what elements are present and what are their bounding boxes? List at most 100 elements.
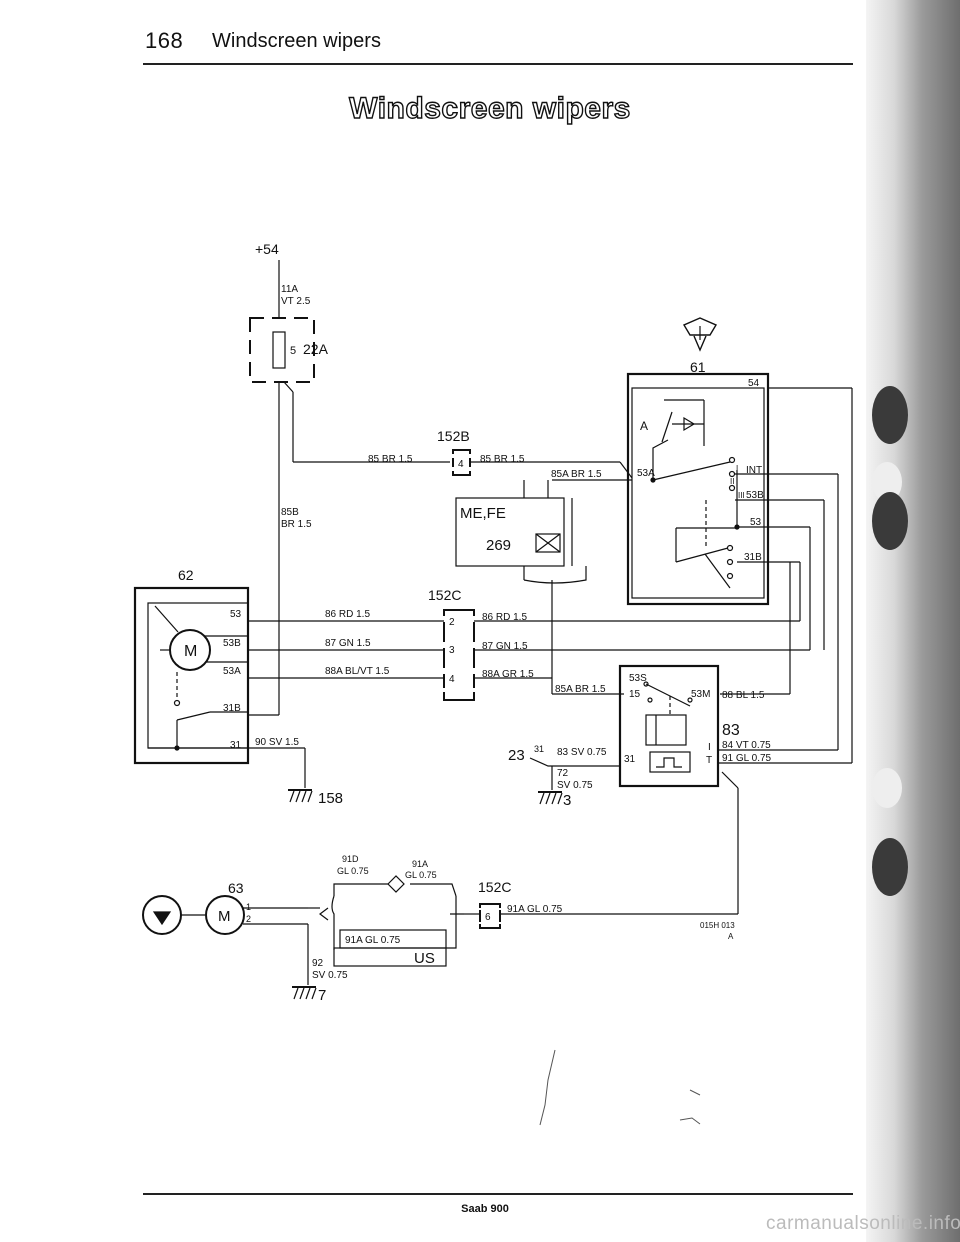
- binder-hole: [872, 838, 908, 896]
- switch-61-id: 61: [690, 359, 706, 375]
- header-rule: [143, 63, 853, 65]
- wire-91d-spec: GL 0.75: [337, 866, 369, 876]
- svg-text:1: 1: [246, 902, 251, 912]
- svg-text:54: 54: [748, 378, 760, 389]
- svg-text:3: 3: [449, 645, 455, 656]
- fuse-id: 22A: [303, 341, 329, 357]
- motor-wires: 86 RD 1.5 87 GN 1.5 88A BL/VT 1.5 86 RD …: [248, 580, 810, 695]
- ground-23: 23 31 83 SV 0.75 72 SV 0.75 3: [508, 744, 620, 809]
- wire-91a-id: 91A: [412, 859, 428, 869]
- ground-158: 90 SV 1.5 158: [248, 737, 343, 807]
- ground-23-id: 23: [508, 747, 525, 764]
- footer-rule: [143, 1193, 853, 1195]
- svg-text:6: 6: [485, 912, 491, 923]
- wiper-motor-62: 62 M 53 53B 53A 31B 31: [133, 567, 280, 765]
- wire-11a-spec: VT 2.5: [281, 296, 311, 307]
- relay-83-id: 83: [722, 722, 740, 739]
- relay-83: 53S 15 53M 88 BL 1.5 83 I T 31 84 VT 0.7…: [618, 562, 852, 904]
- motor-63-id: 63: [228, 880, 244, 896]
- svg-text:31B: 31B: [744, 552, 762, 563]
- svg-text:I: I: [736, 464, 738, 473]
- wire-91: 91 GL 0.75: [722, 753, 772, 764]
- ref-code: 015H 013: [700, 921, 735, 930]
- wire-85-right: 85 BR 1.5: [480, 454, 525, 465]
- wire-87-right: 87 GN 1.5: [482, 641, 528, 652]
- scan-marks: [539, 1049, 701, 1126]
- svg-text:2: 2: [449, 617, 455, 628]
- wire-90: 90 SV 1.5: [255, 737, 299, 748]
- wire-86-right: 86 RD 1.5: [482, 612, 527, 623]
- washer-motor-63: 63 M 1 2 7 92 SV 0.75 91D GL 0.75 91A GL…: [142, 854, 464, 1004]
- wire-84: 84 VT 0.75: [722, 740, 771, 751]
- wire-86-left: 86 RD 1.5: [325, 609, 370, 620]
- svg-text:T: T: [706, 755, 712, 766]
- svg-text:152B: 152B: [437, 428, 470, 444]
- svg-text:152C: 152C: [428, 587, 461, 603]
- page-edge-shadow: [866, 0, 960, 1242]
- wire-91a-box: 91A GL 0.75: [345, 935, 401, 946]
- svg-text:7: 7: [318, 987, 326, 1004]
- wire-88a-left: 88A BL/VT 1.5: [325, 666, 390, 677]
- wire-92-id: 92: [312, 958, 324, 969]
- svg-text:53M: 53M: [691, 689, 710, 700]
- svg-text:31: 31: [624, 754, 636, 765]
- motor-62-id: 62: [178, 567, 194, 583]
- svg-text:53B: 53B: [746, 490, 764, 501]
- svg-text:53A: 53A: [223, 666, 241, 677]
- svg-text:53: 53: [230, 609, 242, 620]
- wire-85a-bottom: 85A BR 1.5: [555, 684, 606, 695]
- wire-85-left: 85 BR 1.5: [368, 454, 413, 465]
- wire-91a-right: 91A GL 0.75: [507, 904, 563, 915]
- svg-text:3: 3: [563, 792, 571, 809]
- svg-text:4: 4: [458, 459, 464, 470]
- svg-text:158: 158: [318, 790, 343, 807]
- wiper-switch-61: 61 54 53A A I II III INT 53B 53 31B: [626, 317, 853, 763]
- switch-pos-a: A: [640, 419, 648, 433]
- connector-152b: 152B 4 85 BR 1.5 85 BR 1.5 85A BR 1.5: [368, 428, 633, 481]
- wire-88: 88 BL 1.5: [722, 690, 765, 701]
- binder-hole: [872, 386, 908, 444]
- wire-87-left: 87 GN 1.5: [325, 638, 371, 649]
- motor-63-symbol: M: [218, 908, 231, 925]
- wire-91a-spec: GL 0.75: [405, 870, 437, 880]
- svg-text:152C: 152C: [478, 879, 511, 895]
- binder-hole: [872, 768, 902, 808]
- block-label: ME,FE: [460, 505, 506, 522]
- wire-91d-id: 91D: [342, 854, 359, 864]
- fuse-number: 5: [290, 345, 296, 357]
- svg-text:III: III: [738, 491, 745, 500]
- wire-85a-top: 85A BR 1.5: [551, 469, 602, 480]
- ref-sub: A: [728, 932, 734, 941]
- wire-85b-id: 85B: [281, 507, 299, 518]
- svg-text:4: 4: [449, 674, 455, 685]
- wire-72-id: 72: [557, 768, 569, 779]
- svg-text:INT: INT: [746, 465, 762, 476]
- svg-text:15: 15: [629, 689, 641, 700]
- block-id: 269: [486, 537, 511, 554]
- footer-model: Saab 900: [461, 1203, 509, 1215]
- page-title: Windscreen wipers: [348, 91, 631, 125]
- fuse-symbol: [272, 331, 286, 369]
- wire-85b-spec: BR 1.5: [281, 519, 312, 530]
- binder-hole: [872, 492, 908, 550]
- wire-88a-right: 88A GR 1.5: [482, 669, 534, 680]
- connector-152c-lower: 152C 6 91A GL 0.75 015H 013 A: [464, 879, 739, 941]
- svg-text:II: II: [730, 477, 734, 486]
- watermark: carmanualsonline.info: [766, 1213, 960, 1234]
- svg-text:53S: 53S: [629, 673, 647, 684]
- svg-text:I: I: [708, 742, 711, 753]
- svg-text:31B: 31B: [223, 703, 241, 714]
- fuse-box: [249, 317, 315, 383]
- svg-text:31: 31: [230, 740, 242, 751]
- running-header: Windscreen wipers: [212, 30, 381, 52]
- wire-83: 83 SV 0.75: [557, 747, 607, 758]
- svg-text:53A: 53A: [637, 468, 655, 479]
- svg-text:53B: 53B: [223, 638, 241, 649]
- ground-23-terminal: 31: [534, 744, 544, 754]
- supply-circuit: +54 11A VT 2.5 5 22A 85B BR 1.5: [249, 241, 450, 678]
- page-number: 168: [145, 28, 184, 53]
- wire-11a-id: 11A: [281, 284, 298, 295]
- relay-block-269: ME,FE 269: [455, 480, 587, 584]
- svg-text:2: 2: [246, 914, 251, 924]
